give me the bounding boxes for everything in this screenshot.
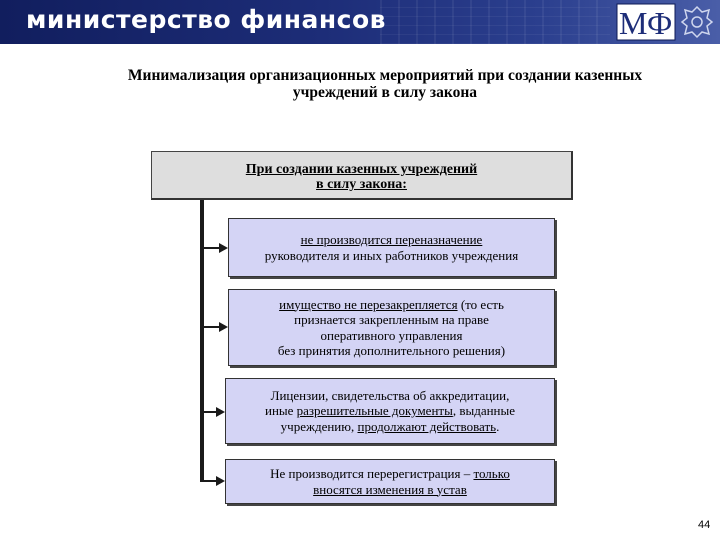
item-3-line1: Лицензии, свидетельства об аккредитации,	[270, 387, 510, 403]
page-title-line1: Минимализация организационных мероприяти…	[127, 67, 643, 84]
arrow-2-icon	[219, 322, 228, 332]
main-box: При создании казенных учреждений в силу …	[151, 151, 573, 200]
arrow-1-icon	[219, 243, 228, 253]
item-box-2: имущество не перезакрепляется (то есть п…	[228, 289, 555, 366]
main-box-line2: в силу закона:	[316, 177, 407, 192]
connector-2	[204, 326, 220, 328]
connector-1	[204, 247, 220, 249]
item-2-line1-rest: (то есть	[457, 296, 504, 312]
page-title: Минимализация организационных мероприяти…	[40, 67, 720, 101]
item-3-line2-underlined: разрешительные документы	[296, 403, 453, 419]
item-3-line2-pre: иные	[264, 403, 297, 419]
item-3-line3-pre: учреждению,	[280, 418, 358, 434]
ministry-logo: МФ	[616, 3, 676, 41]
item-3-line3-underlined: продолжают действовать	[357, 418, 497, 434]
page-title-line2: учреждений в силу закона	[292, 84, 478, 101]
item-4-line2-underlined: вносятся изменения в устав	[313, 481, 467, 497]
item-box-1: не производится переназначение руководит…	[228, 218, 555, 277]
item-3-line3-post: .	[496, 418, 500, 434]
arrow-3-icon	[216, 407, 225, 417]
arrow-4-icon	[216, 476, 225, 486]
item-2-line3: оперативного управления	[320, 327, 463, 343]
header-banner: министерство финансов МФ	[0, 0, 720, 44]
header-pattern	[380, 0, 610, 44]
item-box-4: Не производится перерегистрация – только…	[225, 459, 555, 504]
coat-of-arms-icon	[680, 5, 714, 39]
item-2-line4: без принятия дополнительного решения)	[277, 343, 506, 358]
page-number: 44	[698, 519, 711, 531]
item-3-line2-post: , выданные	[452, 403, 516, 419]
item-2-line1-underlined: имущество не перезакрепляется	[279, 296, 458, 312]
item-box-3: Лицензии, свидетельства об аккредитации,…	[225, 378, 555, 444]
item-2-line2: признается закрепленным на праве	[294, 312, 489, 327]
connector-4	[204, 480, 217, 482]
connector-3	[204, 411, 217, 413]
vertical-connector-line	[200, 200, 204, 482]
logo-letters: МФ	[619, 5, 672, 41]
item-1-line2: руководителя и иных работников учреждени…	[264, 247, 519, 263]
main-box-line1: При создании казенных учреждений	[245, 162, 478, 177]
item-4-line1-underlined: только	[473, 466, 510, 481]
ministry-title: министерство финансов	[26, 5, 386, 34]
item-4-line1-pre: Не производится перерегистрация –	[270, 466, 474, 481]
item-1-line1: не производится переназначение	[300, 232, 483, 247]
